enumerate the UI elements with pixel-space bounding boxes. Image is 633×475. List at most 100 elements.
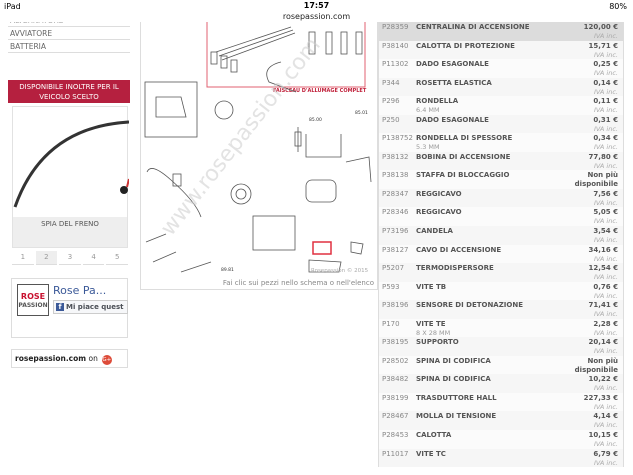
part-price: Non più bbox=[587, 356, 618, 365]
part-price: 15,71 € bbox=[588, 41, 618, 50]
harness-group-frame bbox=[206, 22, 366, 88]
part-code: P296 bbox=[382, 97, 400, 106]
parts-diagram[interactable]: FAISCEAU D'ALLUMAGE COMPLET 85.00 85.01 … bbox=[140, 22, 378, 290]
menu-item-avviatore[interactable]: AVVIATORE bbox=[8, 27, 130, 40]
part-name: CALOTTA bbox=[416, 431, 452, 440]
part-size: 6.4 MM bbox=[416, 106, 440, 115]
part-code: P38127 bbox=[382, 245, 409, 254]
part-name: SPINA DI CODIFICA bbox=[416, 375, 491, 384]
price-note: IVA inc. bbox=[593, 143, 618, 152]
price-note: IVA inc. bbox=[593, 161, 618, 170]
price-note: IVA inc. bbox=[593, 458, 618, 467]
part-name: TERMODISPERSORE bbox=[416, 264, 494, 273]
status-bar: iPad 17:57 80% bbox=[0, 0, 633, 12]
part-code: P250 bbox=[382, 115, 400, 124]
price-note: IVA inc. bbox=[593, 236, 618, 245]
price-note: disponibile bbox=[574, 180, 618, 189]
part-price: 5,05 € bbox=[593, 208, 618, 217]
price-note: IVA inc. bbox=[593, 217, 618, 226]
google-plus-icon: G+ bbox=[101, 355, 112, 365]
part-name: BOBINA DI ACCENSIONE bbox=[416, 152, 511, 161]
part-code: P38138 bbox=[382, 171, 409, 180]
part-name: SUPPORTO bbox=[416, 338, 459, 347]
ref-label: 85.00 bbox=[309, 117, 322, 123]
ref-label: 85.01 bbox=[355, 110, 368, 116]
part-row[interactable]: P5207 TERMODISPERSORE 12,54 €IVA inc. bbox=[379, 263, 623, 282]
part-code: P5207 bbox=[382, 264, 405, 273]
part-name: VITE TE bbox=[416, 319, 446, 328]
address-bar[interactable]: rosepassion.com bbox=[282, 12, 351, 21]
part-price: 71,41 € bbox=[588, 301, 618, 310]
page-3[interactable]: 3 bbox=[59, 251, 81, 265]
part-code: P344 bbox=[382, 78, 400, 87]
product-card[interactable]: SPIA DEL FRENO bbox=[12, 106, 130, 248]
part-code: P11302 bbox=[382, 60, 409, 69]
product-image bbox=[13, 120, 130, 208]
price-note: IVA inc. bbox=[593, 87, 618, 96]
price-note: IVA inc. bbox=[593, 32, 618, 40]
part-code: P28502 bbox=[382, 356, 409, 365]
page-1[interactable]: 1 bbox=[12, 251, 34, 265]
clock: 17:57 bbox=[303, 1, 330, 10]
price-note: IVA inc. bbox=[593, 384, 618, 393]
price-note: IVA inc. bbox=[593, 198, 618, 207]
price-note: disponibile bbox=[574, 365, 618, 374]
part-size: 8 X 28 MM bbox=[416, 328, 451, 337]
pagination: 1 2 3 4 5 bbox=[11, 251, 129, 265]
on-label: on bbox=[88, 354, 98, 363]
price-note: IVA inc. bbox=[593, 273, 618, 282]
part-price: 120,00 € bbox=[583, 23, 618, 31]
part-name: ROSETTA ELASTICA bbox=[416, 78, 492, 87]
harness-label: FAISCEAU D'ALLUMAGE COMPLET bbox=[273, 88, 367, 94]
page-4[interactable]: 4 bbox=[82, 251, 105, 265]
part-code: P73196 bbox=[382, 227, 409, 236]
part-code: P11017 bbox=[382, 449, 409, 458]
part-name: RONDELLA DI SPESSORE bbox=[416, 134, 513, 143]
part-name: SPINA DI CODIFICA bbox=[416, 356, 491, 365]
part-name: CENTRALINA DI ACCENSIONE bbox=[416, 23, 530, 31]
like-label: Mi piace quest bbox=[66, 303, 124, 311]
part-name: REGGICAVO bbox=[416, 189, 462, 198]
exploded-view-drawing[interactable]: FAISCEAU D'ALLUMAGE COMPLET 85.00 85.01 … bbox=[141, 22, 378, 290]
page-2[interactable]: 2 bbox=[35, 251, 58, 265]
price-note: IVA inc. bbox=[593, 254, 618, 263]
part-name: DADO ESAGONALE bbox=[416, 60, 489, 69]
part-price: 12,54 € bbox=[588, 264, 618, 273]
part-code: P38482 bbox=[382, 375, 409, 384]
price-note: IVA inc. bbox=[593, 440, 618, 449]
part-name: MOLLA DI TENSIONE bbox=[416, 412, 497, 421]
facebook-icon: f bbox=[56, 303, 64, 311]
facebook-page-title[interactable]: Rose Pa... bbox=[53, 284, 107, 297]
part-name: CANDELA bbox=[416, 227, 453, 236]
menu-item-batteria[interactable]: BATTERIA bbox=[8, 40, 130, 53]
battery-level: 80% bbox=[609, 2, 627, 11]
part-code: P38199 bbox=[382, 393, 409, 402]
page-5[interactable]: 5 bbox=[106, 251, 128, 265]
